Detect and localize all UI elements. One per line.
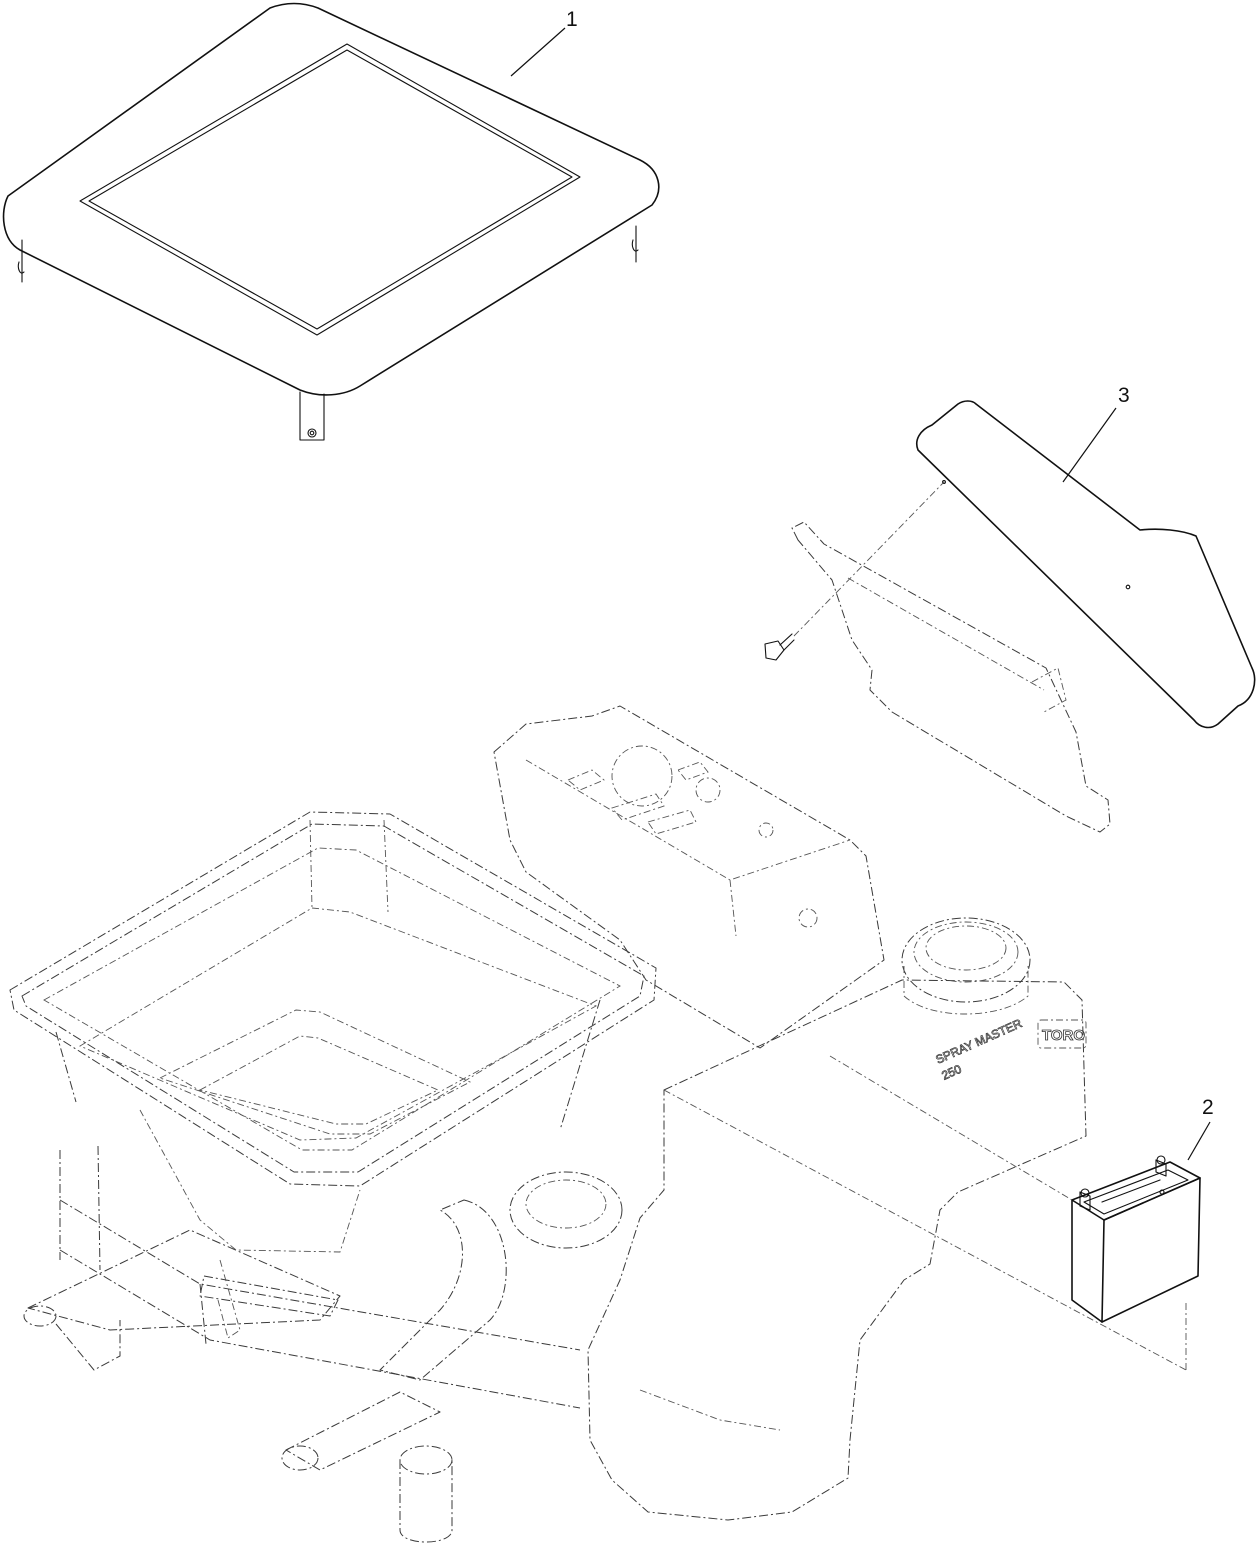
callout-2-label: 2 <box>1202 1096 1214 1119</box>
battery-phantom-routing <box>663 1055 1187 1371</box>
callout-2: 2 <box>1187 1096 1214 1161</box>
model-decal-line1: SPRAY MASTER <box>934 1016 1025 1067</box>
callout-1: 1 <box>510 8 578 77</box>
callout-1-label: 1 <box>566 8 578 31</box>
shield-bolt <box>764 481 945 661</box>
shield-mounting-bracket <box>791 521 1111 833</box>
callout-3: 3 <box>1062 384 1130 483</box>
machine-phantom-outline: TORO SPRAY MASTER 250 <box>9 705 1087 1543</box>
brand-decal: TORO <box>1042 1027 1085 1044</box>
callout-3-label: 3 <box>1118 384 1130 407</box>
part-3-shield-plate[interactable] <box>916 400 1256 729</box>
part-2-battery[interactable] <box>1071 1155 1201 1323</box>
part-1-cover-pad[interactable] <box>2 2 660 441</box>
